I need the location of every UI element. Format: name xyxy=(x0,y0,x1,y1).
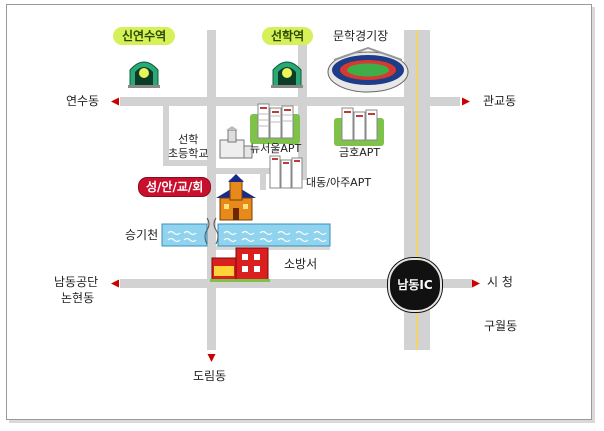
direction-label-east-lower: 시 청 xyxy=(487,275,513,289)
apartment-label-kumho: 금호APT xyxy=(339,146,381,159)
stream-seunggi xyxy=(161,217,331,247)
arrow-west-lower-icon xyxy=(111,279,119,288)
apartment-label-newseoul: 뉴서울APT xyxy=(250,142,302,155)
school-label: 선학 초등학교 xyxy=(168,133,209,160)
apartment-label-daedong: 대동/아주APT xyxy=(306,176,372,189)
school-icon xyxy=(219,126,253,159)
station-label-sinyeonsu[interactable]: 신연수역 xyxy=(113,27,176,45)
subway-station-icon xyxy=(271,61,303,88)
arrow-west-upper-icon xyxy=(111,97,119,106)
road-school-loop-h xyxy=(163,160,207,166)
subway-station-icon xyxy=(128,61,160,88)
direction-label-west-lower-1: 남동공단 xyxy=(54,275,99,289)
direction-label-southeast: 구월동 xyxy=(484,319,518,333)
direction-label-south: 도림동 xyxy=(193,369,227,383)
apartment-icon xyxy=(250,103,300,144)
fire-station-label: 소방서 xyxy=(284,257,318,271)
direction-label-west-lower-2: 논현동 xyxy=(61,291,95,305)
apartment-icon xyxy=(334,107,384,146)
church-icon xyxy=(216,174,256,221)
road-stream-right xyxy=(216,246,330,250)
station-label-seonhak[interactable]: 선학역 xyxy=(262,27,314,45)
arrow-east-upper-icon xyxy=(462,97,470,106)
road-upper-horizontal xyxy=(120,97,460,106)
church-label[interactable]: 성/안/교/회 xyxy=(138,177,212,197)
road-vertical-mid xyxy=(298,30,307,180)
fire-station-icon xyxy=(210,247,270,282)
road-apt-branch-h xyxy=(216,168,274,174)
stadium-label: 문학경기장 xyxy=(333,29,389,43)
road-vertical-left xyxy=(207,30,216,350)
road-lower-horizontal xyxy=(120,279,472,288)
apartment-icon xyxy=(269,155,303,189)
direction-label-east-upper: 관교동 xyxy=(483,94,517,108)
road-school-loop-v xyxy=(163,106,169,166)
direction-label-west-upper: 연수동 xyxy=(66,94,100,108)
namdong-ic-badge[interactable]: 남동IC xyxy=(388,258,442,312)
arrow-south-icon xyxy=(207,354,216,362)
arrow-east-lower-icon xyxy=(472,279,480,288)
direction-arrows xyxy=(111,97,480,362)
stream-label: 승기천 xyxy=(125,228,159,242)
road-apt-branch-v xyxy=(260,168,266,190)
stadium-icon xyxy=(327,46,409,93)
